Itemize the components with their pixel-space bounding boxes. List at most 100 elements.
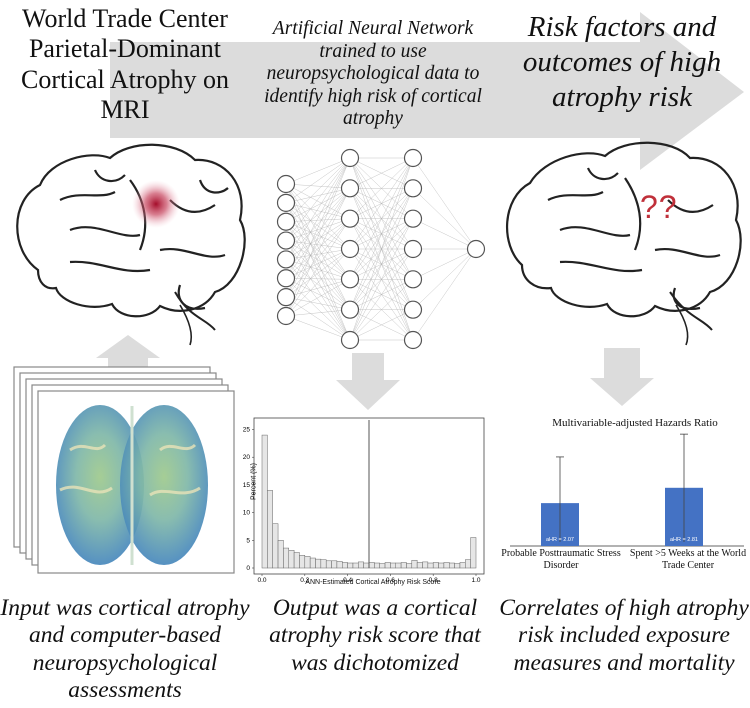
- network-edge: [285, 202, 351, 250]
- histogram-bar: [406, 563, 413, 569]
- network-edge: [285, 296, 351, 310]
- network-edge: [285, 218, 351, 222]
- histogram-x-axis-label: ANN-Estimated Cortical Atrophy Risk Scor…: [305, 579, 441, 586]
- histogram-bar: [427, 562, 434, 569]
- histogram-bar: [309, 557, 316, 569]
- network-nodes: [276, 148, 486, 350]
- network-edge: [349, 248, 414, 341]
- histogram-bar: [470, 537, 477, 569]
- histogram-bar: [390, 562, 396, 569]
- network-edge: [285, 183, 351, 250]
- histogram-bar: [331, 560, 338, 569]
- hazards-category-label: Spent >5 Weeks at the World Trade Center: [629, 548, 747, 571]
- histogram-bar: [272, 523, 279, 569]
- network-edge: [412, 218, 477, 250]
- histogram-bar: [261, 434, 268, 569]
- network-node: [403, 270, 423, 289]
- network-edge: [349, 157, 414, 310]
- network-node: [466, 239, 486, 259]
- histogram-bar: [363, 562, 370, 569]
- network-edge: [285, 157, 351, 317]
- histogram-frame: [253, 417, 485, 575]
- hazard-value-label: aHR = 2.81: [670, 537, 698, 543]
- histogram-bar: [277, 540, 284, 569]
- histogram-bar: [304, 556, 311, 569]
- network-node: [340, 330, 360, 350]
- x-tick-label: 0.2: [300, 577, 309, 584]
- network-edge: [285, 248, 351, 260]
- network-edge: [349, 279, 414, 341]
- network-node: [340, 148, 360, 168]
- network-edge: [412, 157, 477, 250]
- network-edge: [285, 309, 351, 317]
- network-edge: [285, 218, 351, 317]
- network-node: [403, 330, 423, 350]
- right-brain-drawing: [505, 141, 742, 346]
- network-node: [276, 288, 296, 307]
- network-node: [340, 239, 360, 259]
- network-edge: [285, 218, 351, 279]
- network-edge: [412, 248, 477, 310]
- right-caption: Correlates of high atrophy risk included…: [499, 595, 749, 676]
- network-edge: [285, 278, 351, 280]
- network-edge: [285, 218, 351, 298]
- histogram-bar: [283, 547, 289, 569]
- left-brain-drawing: [16, 143, 246, 346]
- network-edges: [285, 157, 477, 341]
- question-marks: ??: [640, 189, 678, 225]
- network-node: [403, 239, 423, 259]
- network-edge: [285, 278, 351, 341]
- network-edge: [285, 259, 351, 280]
- histogram-bar: [416, 562, 423, 569]
- network-edge: [285, 183, 351, 341]
- hazards-chart-title: Multivariable-adjusted Hazards Ratio: [552, 417, 718, 429]
- y-tick-label: 0: [246, 565, 250, 572]
- network-edge: [285, 240, 351, 250]
- network-node: [340, 300, 360, 319]
- network-edge: [285, 202, 351, 219]
- y-tick-label: 20: [243, 454, 251, 461]
- x-tick-label: 0.0: [257, 577, 266, 584]
- y-tick-label: 25: [243, 427, 251, 434]
- network-edge: [349, 218, 414, 341]
- network-edge: [349, 157, 414, 189]
- histogram-bar: [454, 563, 461, 569]
- network-node: [340, 209, 360, 228]
- network-edge: [285, 157, 351, 241]
- network-edge: [285, 157, 351, 204]
- x-tick-label: 0.4: [343, 577, 352, 584]
- middle-caption: Output was a cortical atrophy risk score…: [269, 595, 481, 676]
- histogram-bar: [411, 559, 418, 569]
- network-edge: [285, 183, 351, 310]
- network-edge: [285, 221, 351, 280]
- network-edge: [285, 296, 351, 341]
- network-node: [403, 209, 423, 228]
- network-edge: [412, 188, 477, 250]
- network-edge: [285, 202, 351, 341]
- network-node: [276, 174, 296, 194]
- right-panel-title: Risk factors and outcomes of high atroph…: [522, 11, 722, 113]
- histogram-bar: [342, 562, 348, 569]
- network-node: [276, 193, 296, 212]
- network-edge: [285, 188, 351, 241]
- network-edge: [285, 259, 351, 310]
- network-edge: [285, 278, 351, 310]
- arrow-down-right: [590, 348, 654, 406]
- network-edge: [285, 248, 351, 298]
- network-edge: [285, 248, 351, 279]
- histogram-bar: [465, 559, 471, 569]
- histogram-bar: [315, 558, 322, 569]
- y-tick-label: 15: [243, 482, 251, 489]
- network-edge: [349, 157, 414, 250]
- network-edge: [412, 248, 477, 280]
- network-edge: [285, 188, 351, 279]
- network-edge: [285, 188, 351, 317]
- network-edge: [285, 279, 351, 317]
- network-edge: [285, 157, 351, 279]
- network-edge: [349, 157, 414, 280]
- network-node: [403, 179, 423, 198]
- network-edge: [285, 183, 351, 219]
- network-node: [276, 306, 296, 326]
